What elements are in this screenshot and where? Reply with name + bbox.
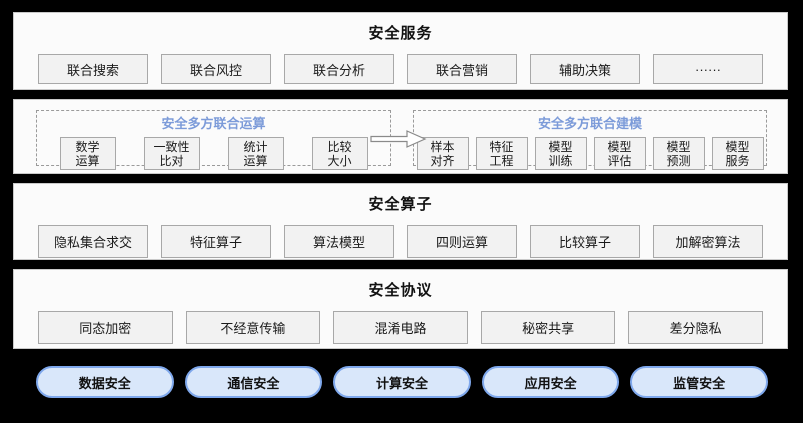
- layer-title: 安全算子: [368, 196, 433, 213]
- operator-box: 四则运算: [407, 225, 517, 258]
- modeling-box: 模型 预测: [652, 137, 705, 170]
- layer-security-operators: 安全算子 隐私集合求交 特征算子 算法模型 四则运算 比较算子 加解密算法: [13, 183, 788, 260]
- group-title: 安全多方联合建模: [537, 116, 642, 131]
- operator-box: 特征算子: [161, 225, 271, 258]
- layer-title: 安全服务: [368, 25, 433, 42]
- operator-box: 算法模型: [284, 225, 394, 258]
- protocol-box: 不经意传输: [185, 311, 321, 344]
- operator-box: 加解密算法: [653, 225, 763, 258]
- layer-security-protocols: 安全协议 同态加密 不经意传输 混淆电路 秘密共享 差分隐私: [13, 269, 788, 349]
- service-box: 联合营销: [407, 54, 517, 84]
- mini-box-row: 数学 运算 一致性 比对 统计 运算 比较 大小: [37, 137, 390, 170]
- protocol-box-row: 同态加密 不经意传输 混淆电路 秘密共享 差分隐私: [14, 311, 787, 344]
- group-joint-modeling: 安全多方联合建模 样本 对齐 特征 工程 模型 训练 模型 评估 模型 预测 模…: [413, 110, 767, 170]
- pill-application-security: 应用安全: [481, 366, 620, 398]
- compute-box: 统计 运算: [227, 137, 284, 170]
- operator-box: 比较算子: [530, 225, 640, 258]
- compute-box: 数学 运算: [59, 137, 116, 170]
- compute-box: 一致性 比对: [143, 137, 200, 170]
- modeling-box: 模型 服务: [711, 137, 764, 170]
- modeling-box: 样本 对齐: [416, 137, 469, 170]
- operator-box-row: 隐私集合求交 特征算子 算法模型 四则运算 比较算子 加解密算法: [14, 225, 787, 258]
- group-title: 安全多方联合运算: [161, 116, 266, 131]
- layer-title: 安全协议: [368, 282, 433, 299]
- modeling-box: 模型 评估: [593, 137, 646, 170]
- modeling-box: 模型 训练: [534, 137, 587, 170]
- service-box: 联合分析: [284, 54, 394, 84]
- pill-computation-security: 计算安全: [333, 366, 471, 398]
- layer-security-services: 安全服务 联合搜索 联合风控 联合分析 联合营销 辅助决策 ······: [13, 12, 788, 90]
- service-box-row: 联合搜索 联合风控 联合分析 联合营销 辅助决策 ······: [14, 54, 787, 84]
- protocol-box: 差分隐私: [628, 311, 763, 344]
- layer-joint-compute: 安全多方联合运算 数学 运算 一致性 比对 统计 运算 比较 大小 安全多方联合…: [13, 99, 788, 174]
- protocol-box: 混淆电路: [333, 311, 468, 344]
- right-arrow-icon: [370, 129, 428, 154]
- security-pill-row: 数据安全 通信安全 计算安全 应用安全 监管安全: [36, 366, 768, 398]
- mini-box-row: 样本 对齐 特征 工程 模型 训练 模型 评估 模型 预测 模型 服务: [414, 137, 766, 170]
- pill-data-security: 数据安全: [36, 366, 174, 398]
- pill-supervision-security: 监管安全: [630, 366, 768, 398]
- service-box-ellipsis: ······: [653, 54, 763, 84]
- modeling-box: 特征 工程: [475, 137, 528, 170]
- operator-box: 隐私集合求交: [38, 225, 148, 258]
- pill-communication-security: 通信安全: [184, 366, 323, 398]
- protocol-box: 同态加密: [38, 311, 173, 344]
- group-joint-computation: 安全多方联合运算 数学 运算 一致性 比对 统计 运算 比较 大小: [36, 110, 391, 170]
- compute-box: 比较 大小: [311, 137, 368, 170]
- protocol-box: 秘密共享: [480, 311, 616, 344]
- service-box: 联合风控: [161, 54, 271, 84]
- service-box: 辅助决策: [530, 54, 640, 84]
- service-box: 联合搜索: [38, 54, 148, 84]
